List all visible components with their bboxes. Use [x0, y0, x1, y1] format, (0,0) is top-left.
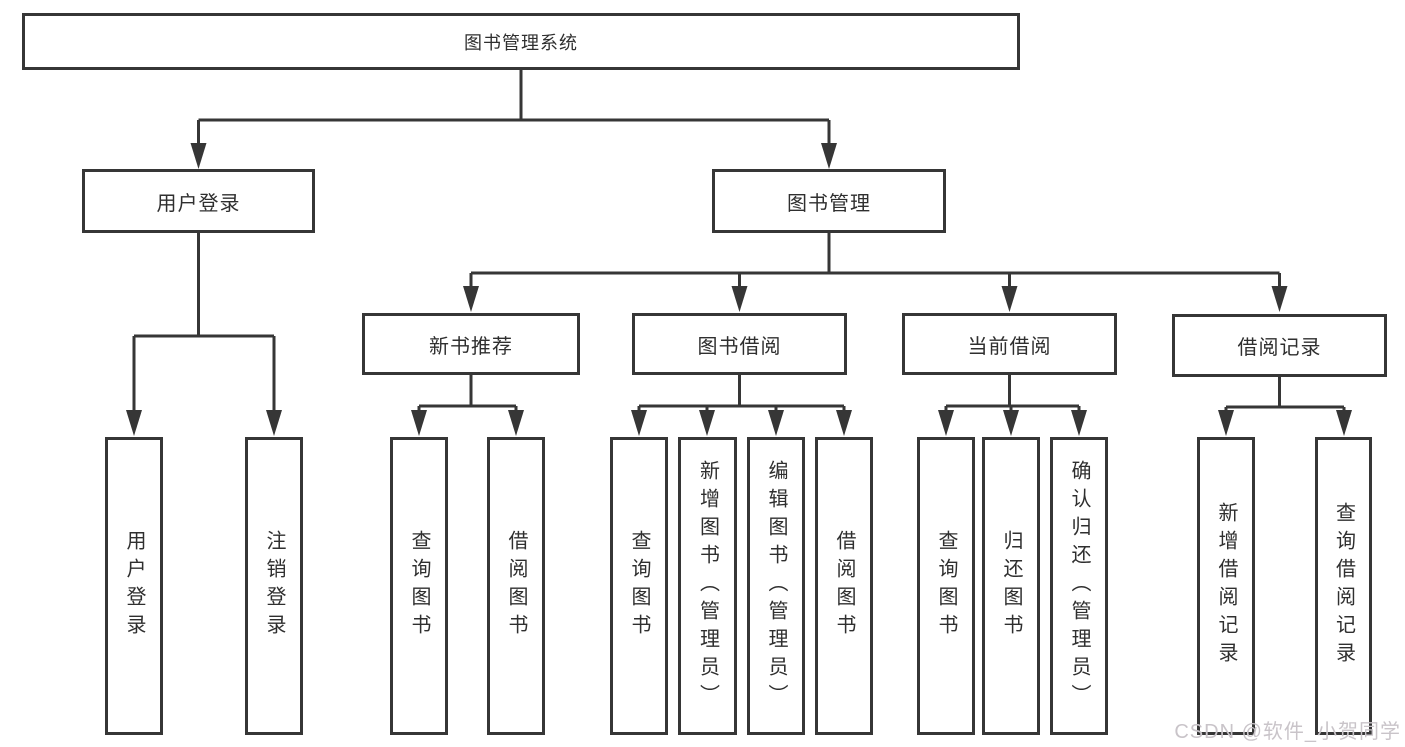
- node-label: 归还图书: [1000, 530, 1022, 642]
- leaf-user-login: 用户登录: [105, 437, 163, 735]
- node-label: 用户登录: [123, 530, 145, 642]
- node-label: 编辑图书（管理员）: [765, 460, 787, 712]
- node-label: 借阅图书: [833, 530, 855, 642]
- leaf-return-book: 归还图书: [982, 437, 1040, 735]
- leaf-borrow-books-recommend: 借阅图书: [487, 437, 545, 735]
- leaf-query-borrow-record: 查询借阅记录: [1315, 437, 1372, 735]
- node-current-borrowing: 当前借阅: [902, 313, 1117, 375]
- node-label: 借阅记录: [1237, 337, 1322, 359]
- leaf-logout: 注销登录: [245, 437, 303, 735]
- csdn-watermark: CSDN @软件_小贺同学: [1174, 721, 1401, 743]
- node-label: 图书借阅: [697, 335, 782, 358]
- node-book-borrowing: 图书借阅: [632, 313, 847, 375]
- node-label: 查询图书: [628, 530, 650, 642]
- node-label: 注销登录: [263, 530, 285, 642]
- node-label: 用户登录: [156, 192, 241, 215]
- node-label: 图书管理系统: [464, 32, 578, 53]
- node-book-management: 图书管理: [712, 169, 946, 233]
- node-user-login: 用户登录: [82, 169, 315, 233]
- node-label: 查询图书: [408, 530, 430, 642]
- node-label: 查询借阅记录: [1332, 502, 1355, 670]
- node-label: 当前借阅: [967, 335, 1052, 358]
- node-label: 新增图书（管理员）: [696, 460, 719, 712]
- leaf-borrow-books-borrowing: 借阅图书: [815, 437, 873, 735]
- node-label: 新增借阅记录: [1215, 502, 1237, 670]
- node-label: 借阅图书: [505, 530, 527, 642]
- leaf-query-books-recommend: 查询图书: [390, 437, 448, 735]
- node-new-book-recommend: 新书推荐: [362, 313, 580, 375]
- node-library-management-system: 图书管理系统: [22, 13, 1020, 70]
- leaf-query-books-current: 查询图书: [917, 437, 975, 735]
- node-label: 确认归还（管理员）: [1068, 460, 1090, 712]
- node-label: 新书推荐: [429, 335, 513, 358]
- leaf-add-borrow-record: 新增借阅记录: [1197, 437, 1255, 735]
- leaf-confirm-return-admin: 确认归还（管理员）: [1050, 437, 1108, 735]
- node-label: 图书管理: [787, 192, 871, 215]
- node-borrow-records: 借阅记录: [1172, 314, 1387, 377]
- leaf-edit-book-admin: 编辑图书（管理员）: [747, 437, 805, 735]
- node-label: 查询图书: [935, 530, 957, 642]
- leaf-add-book-admin: 新增图书（管理员）: [678, 437, 737, 735]
- leaf-query-books-borrowing: 查询图书: [610, 437, 668, 735]
